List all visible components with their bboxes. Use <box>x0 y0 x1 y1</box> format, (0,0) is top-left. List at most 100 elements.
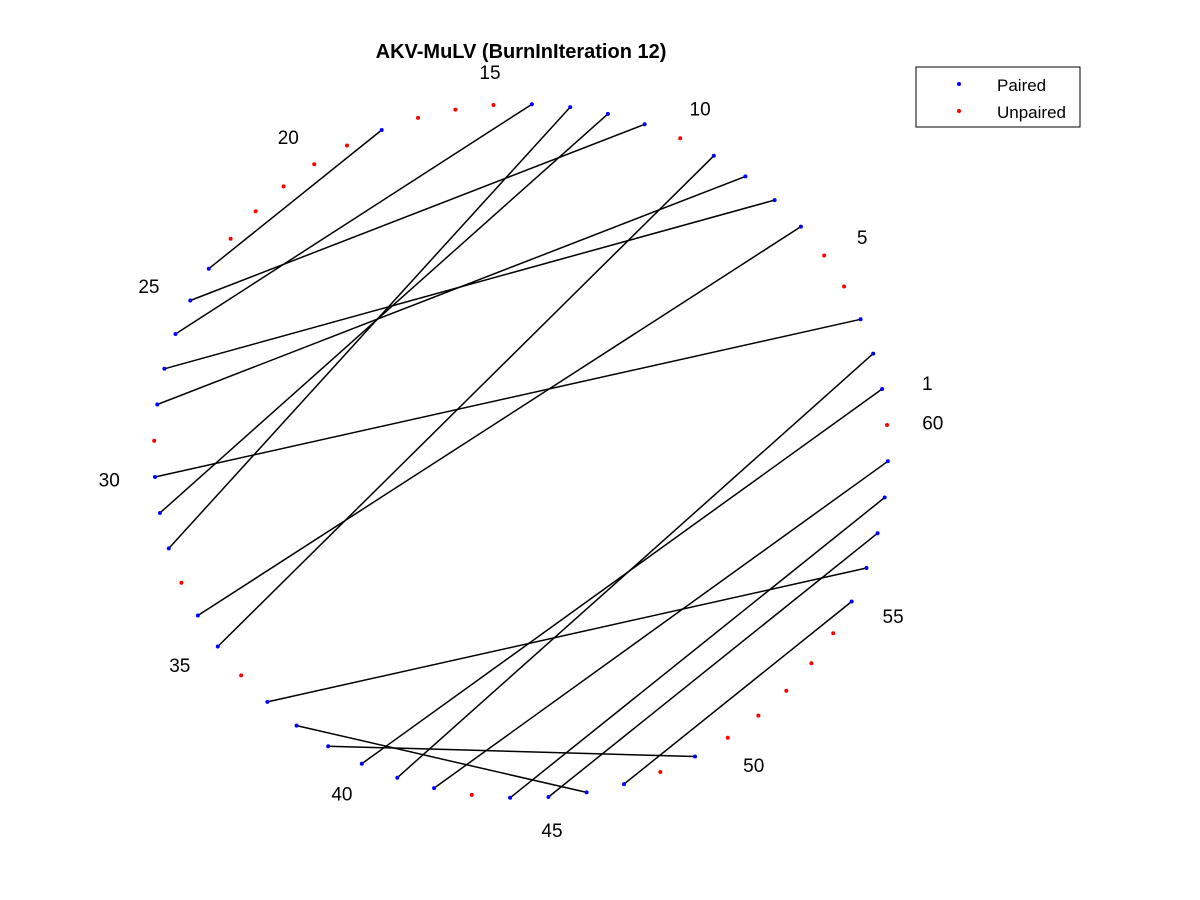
paired-dot-49 <box>693 754 697 759</box>
paired-dot-56 <box>864 566 869 570</box>
unpaired-dot-54 <box>831 631 836 636</box>
pair-line-39-49 <box>328 745 696 758</box>
legend-marker-unpaired <box>957 109 961 113</box>
pair-line-7-27 <box>164 199 775 370</box>
paired-dot-31 <box>157 511 162 515</box>
unpaired-dot-4 <box>842 284 847 289</box>
unpaired-dot-19 <box>345 143 349 148</box>
unpaired-dot-10 <box>678 136 683 141</box>
paired-dot-44 <box>508 795 513 800</box>
pair-line-11-25 <box>190 123 645 302</box>
position-label-30: 30 <box>99 471 120 492</box>
position-label-20: 20 <box>278 128 299 149</box>
position-label-40: 40 <box>331 785 352 806</box>
paired-dot-13 <box>568 105 573 110</box>
paired-dot-2 <box>871 351 876 356</box>
pair-line-9-35 <box>217 155 715 648</box>
legend-label-paired: Paired <box>997 76 1046 95</box>
paired-dot-1 <box>880 387 885 391</box>
paired-dot-25 <box>188 298 193 303</box>
paired-dot-26 <box>173 332 178 336</box>
pair-line-12-31 <box>159 113 609 514</box>
paired-dot-18 <box>379 128 384 132</box>
legend-marker-paired <box>957 82 961 86</box>
unpaired-dot-16 <box>453 107 458 112</box>
unpaired-dot-48 <box>658 770 663 774</box>
unpaired-dot-36 <box>239 673 244 678</box>
paired-dot-3 <box>858 317 863 322</box>
legend: Paired Unpaired <box>915 66 1081 128</box>
paired-dot-35 <box>215 644 220 649</box>
pair-line-13-32 <box>168 106 571 549</box>
unpaired-dot-17 <box>416 115 420 120</box>
unpaired-dot-20 <box>312 162 317 167</box>
legend-box <box>915 66 1081 128</box>
paired-dot-6 <box>798 224 803 229</box>
unpaired-dot-50 <box>725 735 730 740</box>
position-label-50: 50 <box>743 756 764 777</box>
unpaired-dot-33 <box>179 580 184 585</box>
unpaired-dot-15 <box>491 103 496 107</box>
paired-dot-58 <box>882 495 887 500</box>
paired-dot-57 <box>875 531 880 536</box>
unpaired-dot-21 <box>281 184 286 189</box>
pair-line-2-41 <box>396 353 874 779</box>
paired-dot-30 <box>153 475 157 479</box>
pair-line-3-30 <box>154 318 861 478</box>
paired-dot-59 <box>885 459 890 464</box>
paired-dot-41 <box>395 775 400 780</box>
unpaired-dot-23 <box>228 236 233 241</box>
paired-dot-8 <box>743 174 748 179</box>
pair-line-45-57 <box>548 532 879 798</box>
paired-dot-28 <box>155 402 160 407</box>
unpaired-dot-51 <box>756 713 761 718</box>
position-label-10: 10 <box>690 100 711 121</box>
pair-line-8-28 <box>157 175 746 406</box>
nucleotide-dots <box>152 102 890 800</box>
pair-lines <box>154 103 889 799</box>
paired-dot-27 <box>162 366 167 371</box>
pair-line-1-40 <box>361 388 883 765</box>
pair-line-14-26 <box>175 103 533 335</box>
paired-dot-46 <box>584 790 589 795</box>
paired-dot-38 <box>294 723 299 728</box>
paired-dot-32 <box>166 546 171 551</box>
paired-dot-7 <box>772 198 777 203</box>
chart-title: AKV-MuLV (BurnInIteration 12) <box>376 41 667 63</box>
position-label-55: 55 <box>883 607 904 628</box>
position-label-1: 1 <box>922 374 933 395</box>
unpaired-dot-52 <box>784 688 789 693</box>
position-label-45: 45 <box>541 821 562 842</box>
pair-line-42-59 <box>433 460 889 789</box>
unpaired-dot-22 <box>253 209 258 214</box>
pair-line-38-46 <box>296 724 587 794</box>
paired-dot-39 <box>326 744 331 749</box>
paired-dot-24 <box>206 266 211 271</box>
unpaired-dot-5 <box>822 253 827 258</box>
position-label-60: 60 <box>922 414 943 435</box>
unpaired-dot-43 <box>469 792 474 797</box>
position-label-15: 15 <box>479 63 500 84</box>
legend-label-unpaired: Unpaired <box>997 103 1066 122</box>
paired-dot-37 <box>265 699 270 704</box>
pair-line-44-58 <box>509 496 886 799</box>
paired-dot-42 <box>432 786 437 791</box>
position-label-35: 35 <box>169 656 190 677</box>
unpaired-dot-53 <box>809 661 814 666</box>
unpaired-dot-60 <box>885 423 889 427</box>
paired-dot-34 <box>195 613 200 618</box>
paired-dot-9 <box>711 153 716 158</box>
position-label-25: 25 <box>138 277 159 298</box>
pair-line-37-56 <box>267 567 867 703</box>
position-label-5: 5 <box>857 228 868 249</box>
paired-dot-14 <box>529 102 534 107</box>
paired-dot-11 <box>642 122 647 127</box>
pair-line-18-24 <box>208 129 383 270</box>
paired-dot-45 <box>546 795 551 799</box>
pair-line-6-34 <box>197 225 802 617</box>
unpaired-dot-29 <box>152 438 157 443</box>
paired-dot-40 <box>359 761 364 766</box>
paired-dot-47 <box>622 782 626 787</box>
